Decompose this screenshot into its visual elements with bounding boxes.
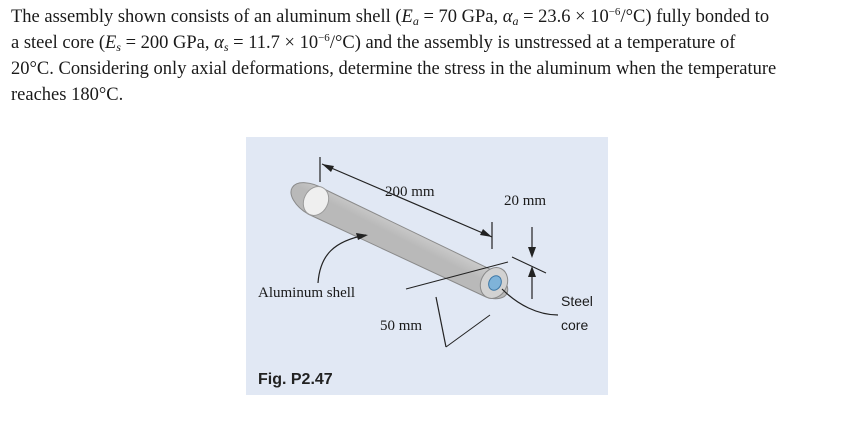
label-aluminum-shell: Aluminum shell [258, 285, 356, 301]
shell-leader-arrowhead [356, 233, 368, 240]
dimension-label-core: 20 mm [504, 193, 547, 209]
shell-dim-line [435, 296, 447, 348]
problem-statement: The assembly shown consists of an alumin… [11, 4, 849, 108]
shell-leader-line [317, 234, 367, 284]
core-dim-arrowhead-top [528, 247, 536, 258]
steel-core-end [488, 275, 502, 291]
arrowhead-right [480, 229, 492, 237]
core-leader-line [511, 256, 547, 274]
core-dim-arrowhead-bottom [528, 266, 536, 277]
dimension-label-shell: 50 mm [380, 318, 423, 334]
figure-panel: 200 mm 20 mm 50 mm Aluminum shell Steel … [246, 137, 608, 395]
shell-dim-extension-top [405, 261, 509, 290]
shell-dim-extension [445, 314, 491, 348]
shell-left-end [302, 186, 330, 216]
label-steel: Steel [561, 293, 593, 309]
assembly-drawing [290, 157, 559, 348]
problem-line-1: The assembly shown consists of an alumin… [11, 6, 770, 28]
figure-caption: Fig. P2.47 [258, 371, 333, 388]
core-leader-curve [501, 288, 559, 316]
problem-line-3: 20°C. Considering only axial deformation… [11, 59, 777, 79]
dimension-label-length: 200 mm [385, 184, 435, 200]
dimension-line-length [321, 163, 493, 238]
label-core: core [561, 317, 589, 333]
arrowhead-left [322, 164, 334, 172]
problem-line-2: a steel core (Es = 200 GPa, αs = 11.7 × … [11, 32, 736, 54]
problem-line-4: reaches 180°C. [11, 85, 124, 105]
